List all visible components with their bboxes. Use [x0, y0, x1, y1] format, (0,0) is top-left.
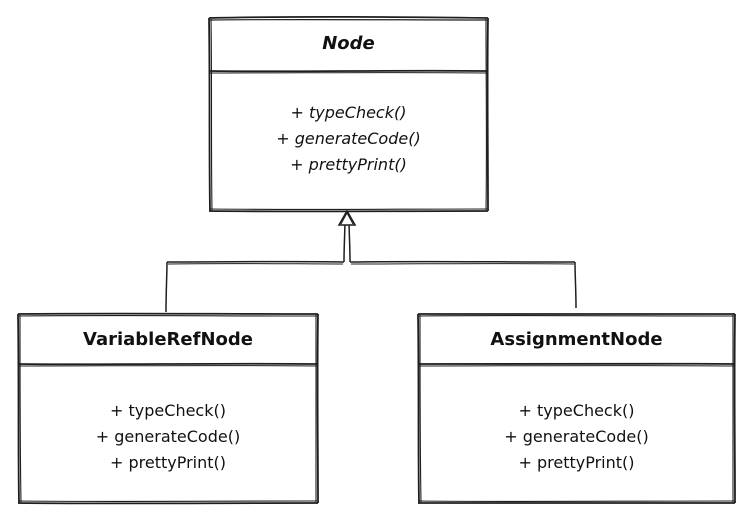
variable-ref-node-class: VariableRefNode + typeCheck() + generate… — [18, 314, 318, 503]
assignment-node-class-box[interactable] — [417, 312, 736, 505]
node-class: Node + typeCheck() + generateCode() + pr… — [209, 18, 488, 211]
variable-ref-node-divider — [17, 362, 319, 366]
node-class-box[interactable] — [208, 15, 489, 213]
inheritance-connector — [165, 217, 577, 313]
assignment-node-divider — [417, 362, 736, 366]
node-class-name: Node — [322, 33, 375, 54]
assignment-node-method: + generateCode() — [504, 427, 649, 446]
variable-ref-node-method: + generateCode() — [95, 427, 241, 446]
assignment-node-class-name: AssignmentNode — [490, 329, 663, 350]
node-divider — [208, 69, 489, 73]
node-methods: + typeCheck() + generateCode() + prettyP… — [209, 100, 488, 178]
variable-ref-node-method: + prettyPrint() — [109, 453, 227, 472]
node-method: + typeCheck() — [290, 103, 407, 122]
node-method: + generateCode() — [276, 129, 421, 148]
assignment-node-methods: + typeCheck() + generateCode() + prettyP… — [418, 398, 735, 476]
assignment-node-method: + typeCheck() — [518, 401, 635, 420]
variable-ref-node-method: + typeCheck() — [110, 401, 226, 420]
variable-ref-node-class-box[interactable] — [17, 312, 319, 505]
assignment-node-class: AssignmentNode + typeCheck() + generateC… — [418, 314, 735, 503]
node-method: + prettyPrint() — [290, 155, 407, 174]
variable-ref-node-methods: + typeCheck() + generateCode() + prettyP… — [18, 398, 318, 476]
inheritance-arrowhead — [337, 209, 357, 226]
variable-ref-node-class-name: VariableRefNode — [83, 329, 253, 350]
assignment-node-method: + prettyPrint() — [518, 453, 635, 472]
